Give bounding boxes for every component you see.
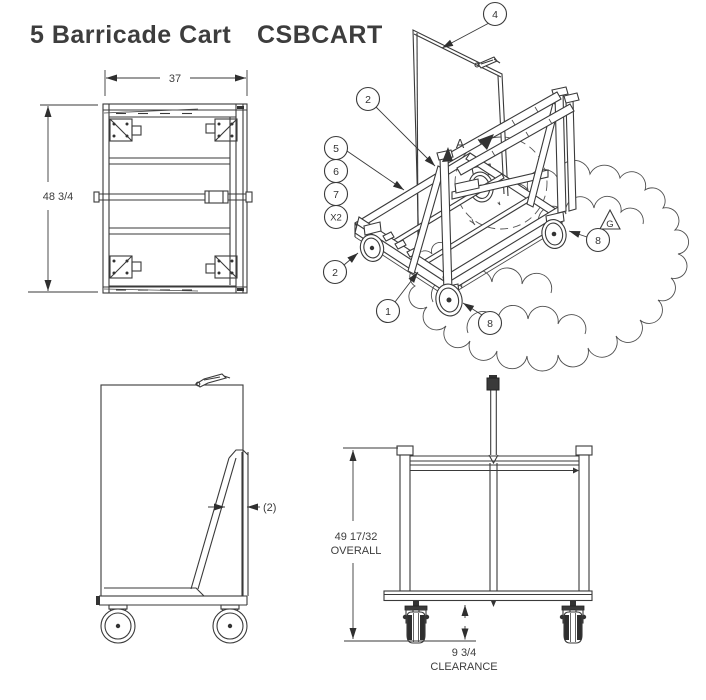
side-view: (2) [96, 373, 276, 644]
dim-leg-qty: (2) [208, 502, 276, 514]
caster-left [359, 221, 385, 262]
caster-front [435, 283, 463, 317]
detail-circle [454, 136, 548, 230]
balloon-label: 4 [492, 9, 498, 21]
page-title: 5 Barricade Cart [30, 21, 231, 49]
handle-rod-front [410, 467, 579, 474]
revision-flag-letter: G [606, 219, 613, 230]
dim-depth: 48 3/4 [28, 104, 98, 293]
balloon-label: 2 [332, 267, 338, 279]
clearance-dim-label: CLEARANCE [430, 661, 497, 673]
balloon-label: 8 [487, 318, 493, 330]
support-leg [190, 449, 249, 596]
corner-gusset-tl [109, 118, 142, 142]
balloon-label: 2 [365, 94, 371, 106]
balloon-caster-left: 2 [322, 259, 348, 285]
dim-width: 37 [104, 70, 248, 96]
qty-note: (2) [263, 502, 276, 514]
front-caster-left [402, 601, 430, 644]
dim-overall: 49 17/32 OVERALL [331, 447, 398, 639]
balloon-label: 5 [333, 143, 339, 155]
balloon-stack-7: 7 [323, 181, 349, 207]
slot-dashes [116, 106, 244, 291]
balloon-label: 6 [333, 166, 339, 178]
panel-latch [474, 56, 501, 69]
balloon-label: 8 [595, 235, 601, 247]
side-caster-right [212, 604, 248, 644]
dim-width-value: 37 [169, 73, 181, 85]
corner-gusset-tr [205, 118, 238, 142]
balloon-caster-rear: 8 [585, 227, 611, 253]
balloon-leaders [343, 22, 588, 316]
balloon-stack-6: 6 [323, 158, 349, 184]
model-code: CSBCART [257, 21, 383, 49]
dim-depth-value: 48 3/4 [43, 191, 74, 203]
overall-dim-label: OVERALL [331, 545, 382, 557]
view-arrow-label: A [456, 137, 465, 151]
revision-cloud [408, 159, 689, 372]
swing-arrow-apex [442, 147, 453, 162]
balloon-label: 1 [385, 306, 391, 318]
balloon-panel: 4 [482, 1, 508, 27]
caster-right [541, 211, 567, 249]
handle-rod [93, 190, 253, 204]
mid-support-bar [451, 169, 549, 200]
balloon-frame: 1 [375, 298, 401, 324]
balloon-stack-5: 5 [323, 135, 349, 161]
top-view: 37 48 3/4 [28, 70, 253, 294]
side-caster-left [100, 604, 136, 644]
swing-arrow-rail [478, 134, 494, 150]
flag-pole [486, 375, 500, 465]
front-view: 49 17/32 OVERALL 9 3/4 CLEARANCE [331, 375, 593, 673]
clearance-dim-value: 9 3/4 [452, 647, 476, 659]
far-a-frame [526, 86, 580, 214]
revision-flag: G [599, 208, 621, 230]
balloon-label: 7 [333, 189, 339, 201]
balloon-stack-x2: X2 [323, 204, 349, 230]
corner-gusset-br [205, 255, 238, 279]
balloon-pivot-upper: 2 [355, 86, 381, 112]
corner-gusset-bl [109, 255, 142, 279]
balloon-label: X2 [330, 213, 342, 224]
dim-clearance: 9 3/4 CLEARANCE [430, 605, 498, 673]
front-caster-right [559, 601, 587, 644]
overall-dim-value: 49 17/32 [335, 531, 378, 543]
isometric-view: A G 4 2 5 6 [322, 1, 689, 372]
balloon-caster-front: 8 [477, 310, 503, 336]
side-latch [195, 373, 231, 388]
